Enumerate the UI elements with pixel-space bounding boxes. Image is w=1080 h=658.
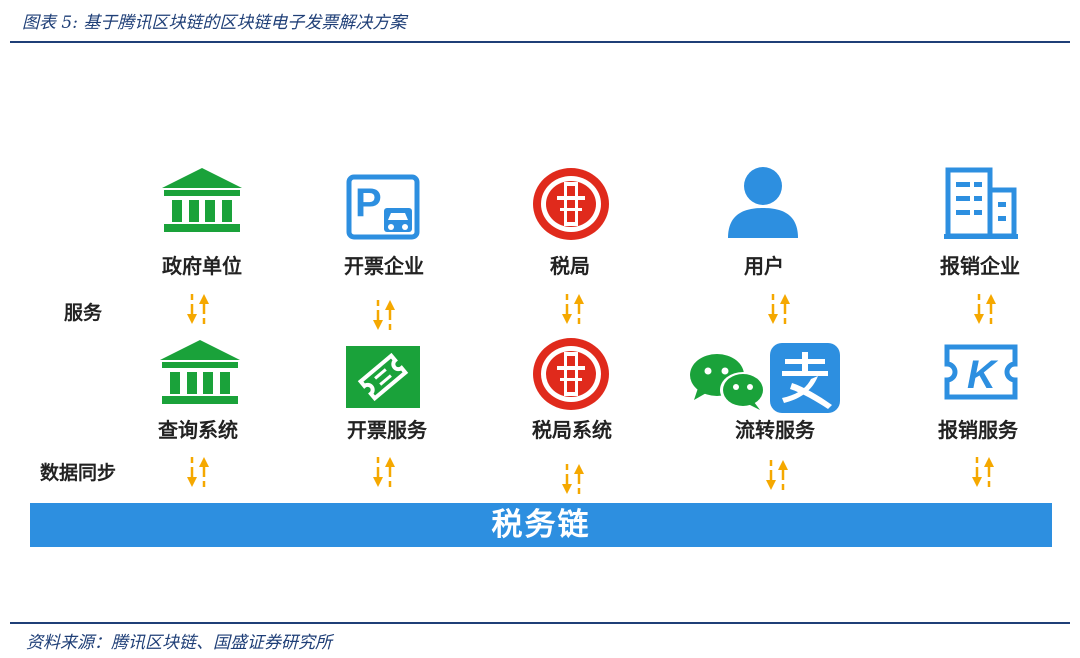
wechat-icon [690,354,766,410]
node-invoicing-service: 开票服务 [347,418,427,442]
service-arrow-1 [187,294,209,324]
tax-bureau-emblem-icon [533,338,609,410]
ticket-icon [346,346,420,408]
sync-arrow-5 [972,457,994,487]
service-arrow-4 [768,294,790,324]
sync-arrow-3 [562,464,584,494]
alipay-icon [770,343,840,413]
node-reimbursement-service: 报销服务 [938,418,1018,442]
svg-text:K: K [967,353,999,397]
node-invoicing-enterprise: 开票企业 [344,254,424,278]
sync-arrow-4 [766,460,788,490]
sync-arrow-1 [187,457,209,487]
source-note: 资料来源：腾讯区块链、国盛证券研究所 [26,633,332,653]
k-ticket-icon: K [944,344,1018,400]
office-building-icon [944,167,1018,239]
tax-chain-label: 税务链 [491,507,591,543]
tax-chain-bar: 税务链 [30,503,1052,547]
node-user: 用户 [744,254,784,278]
data-sync-row-label: 数据同步 [40,462,117,484]
node-government: 政府单位 [162,254,242,278]
node-query-system: 查询系统 [158,418,238,442]
svg-text:P: P [355,181,382,225]
node-reimbursing-enterprise: 报销企业 [940,254,1020,278]
bottom-rule [10,622,1070,624]
top-rule [10,41,1070,43]
sync-arrow-2 [373,457,395,487]
government-building-icon [162,168,242,232]
service-arrow-3 [562,294,584,324]
government-building-icon [160,340,240,404]
parking-car-icon: P [346,174,420,240]
figure-caption: 图表 5: 基于腾讯区块链的区块链电子发票解决方案 [22,13,407,33]
service-arrow-2 [373,300,395,330]
node-circulation-service: 流转服务 [735,418,815,442]
user-icon [728,167,798,238]
service-row-label: 服务 [64,302,103,324]
node-tax-bureau-system: 税局系统 [532,418,612,442]
tax-bureau-emblem-icon [533,168,609,240]
service-arrow-5 [974,294,996,324]
node-tax-bureau: 税局 [550,254,590,278]
